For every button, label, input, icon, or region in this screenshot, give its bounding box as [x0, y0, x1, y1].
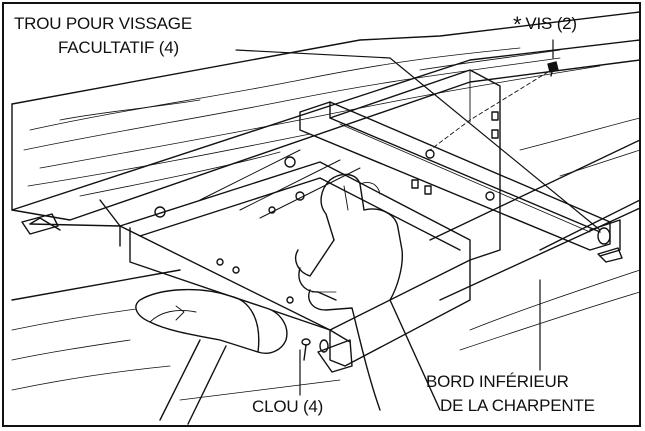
asterisk-marker: *: [513, 12, 522, 37]
label-screw-text: VIS (2): [525, 14, 577, 33]
label-screw-hole-line1: TROU POUR VISSAGE: [14, 14, 192, 33]
label-joist-edge-line2: DE LA CHARPENTE: [440, 396, 595, 415]
hammer-icon: [135, 288, 288, 425]
label-screw-hole-line2: FACULTATIF (4): [58, 38, 179, 57]
diagram-border: [2, 2, 641, 427]
label-nail: CLOU (4): [252, 397, 324, 416]
label-screw: *VIS (2): [513, 12, 577, 37]
screw-icon: [547, 61, 559, 77]
label-joist-edge-line1: BORD INFÉRIEUR: [426, 372, 569, 391]
leader-lines: [235, 39, 601, 396]
nail-icon: [301, 338, 311, 361]
upper-joist: [11, 11, 641, 221]
hand-icon: [294, 173, 441, 411]
